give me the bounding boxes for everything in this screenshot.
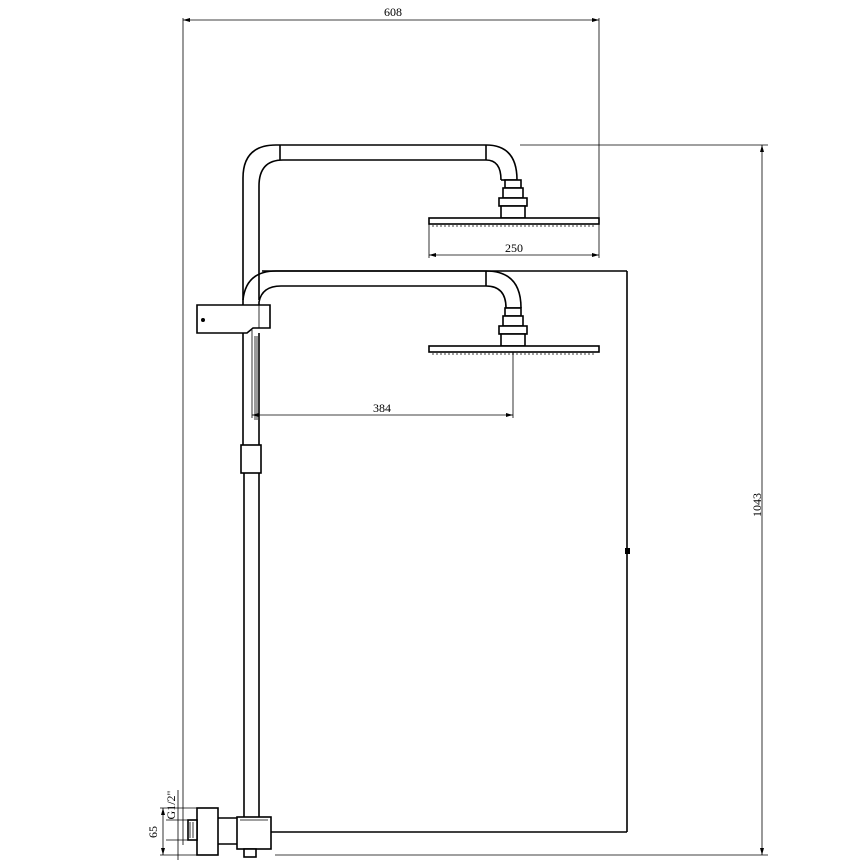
- upper-shower-head: [428, 217, 600, 227]
- riser-pipe: [240, 333, 262, 818]
- shower-head-diameter-label: 250: [505, 241, 523, 255]
- lower-arm-reach-label: 384: [373, 401, 391, 415]
- sliding-clamp: [196, 304, 271, 334]
- dimension-lower-arm-reach: 384: [251, 330, 514, 418]
- lower-shower-head: [428, 345, 600, 355]
- dimension-shower-head-diameter: 250: [428, 224, 600, 258]
- dimension-overall-width: 608: [182, 5, 600, 845]
- overall-width-label: 608: [384, 5, 402, 19]
- inlet-thread-label: G1/2": [164, 790, 178, 819]
- hand-shower-outline: [262, 270, 630, 833]
- wall-inlet-assembly: [187, 807, 272, 858]
- dimension-inlet-offset: 65: [146, 807, 197, 856]
- dimension-overall-height: 1043: [275, 144, 768, 856]
- inlet-offset-label: 65: [146, 826, 160, 838]
- lower-shower-arm: [242, 270, 528, 347]
- overall-height-label: 1043: [750, 493, 764, 517]
- upper-shower-arm: [242, 144, 528, 300]
- dimension-inlet-thread: G1/2": [164, 790, 188, 860]
